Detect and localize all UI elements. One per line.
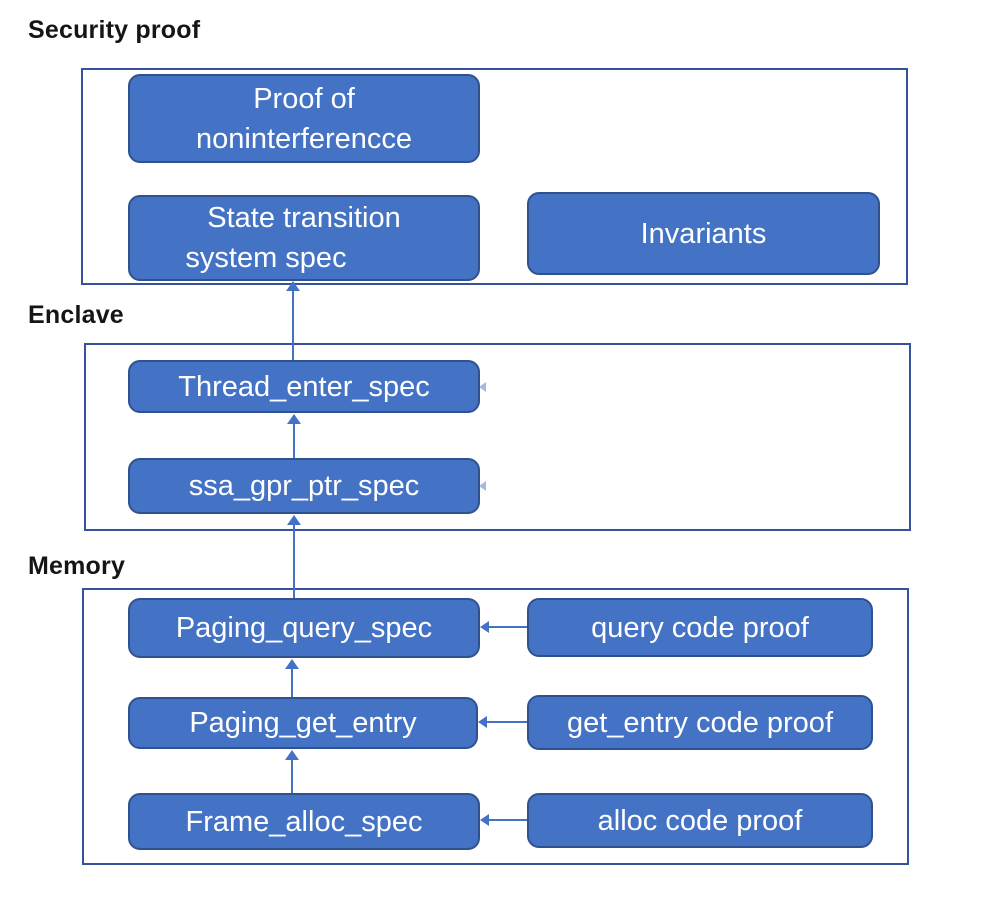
section-label-memory: Memory — [28, 552, 126, 580]
node-label-line1: State transition — [207, 202, 401, 234]
arrow-line — [486, 721, 527, 723]
node-paging-query-spec: Paging_query_spec — [128, 598, 480, 658]
node-invariants: Invariants — [527, 192, 880, 275]
node-label: get_entry code proof — [566, 706, 833, 739]
arrowhead-left-icon — [478, 716, 487, 728]
faint-arrowhead-left-icon — [479, 481, 486, 491]
node-alloc-code-proof: alloc code proof — [527, 793, 873, 848]
node-label-line2: system spec — [185, 242, 347, 274]
arrowhead-left-icon — [480, 814, 489, 826]
arrow-line — [292, 290, 294, 360]
node-label: Paging_get_entry — [189, 707, 417, 739]
arrowhead-up-icon — [286, 281, 300, 291]
node-state-transition-system-spec: State transition system spec — [128, 195, 480, 281]
arrowhead-left-icon — [480, 621, 489, 633]
node-query-code-proof: query code proof — [527, 598, 873, 657]
node-ssa-gpr-ptr-spec: ssa_gpr_ptr_spec — [128, 458, 480, 514]
node-paging-get-entry: Paging_get_entry — [128, 697, 478, 749]
node-label: Paging_query_spec — [175, 612, 433, 644]
arrow-line — [291, 668, 293, 697]
arrowhead-up-icon — [287, 515, 301, 525]
node-frame-alloc-spec: Frame_alloc_spec — [128, 793, 480, 850]
arrowhead-up-icon — [285, 750, 299, 760]
node-label: alloc code proof — [597, 804, 803, 837]
node-label: Frame_alloc_spec — [185, 805, 423, 838]
node-get-entry-code-proof: get_entry code proof — [527, 695, 873, 750]
node-proof-of-noninterference: Proof of noninterferencce — [128, 74, 480, 163]
arrow-line — [293, 524, 295, 598]
node-label: ssa_gpr_ptr_spec — [188, 470, 420, 502]
node-thread-enter-spec: Thread_enter_spec — [128, 360, 480, 413]
arrowhead-up-icon — [285, 659, 299, 669]
arrow-line — [488, 626, 527, 628]
node-label: Invariants — [640, 217, 767, 250]
arrow-line — [488, 819, 527, 821]
node-label: query code proof — [591, 611, 809, 644]
node-label-line1: Proof of — [253, 82, 355, 115]
section-label-enclave: Enclave — [28, 301, 124, 329]
arrow-line — [291, 759, 293, 793]
faint-arrowhead-left-icon — [479, 382, 486, 392]
section-label-security-proof: Security proof — [28, 16, 201, 44]
node-label: Thread_enter_spec — [178, 370, 430, 403]
arrowhead-up-icon — [287, 414, 301, 424]
arrow-line — [293, 423, 295, 458]
node-label-line2: noninterferencce — [195, 122, 413, 155]
